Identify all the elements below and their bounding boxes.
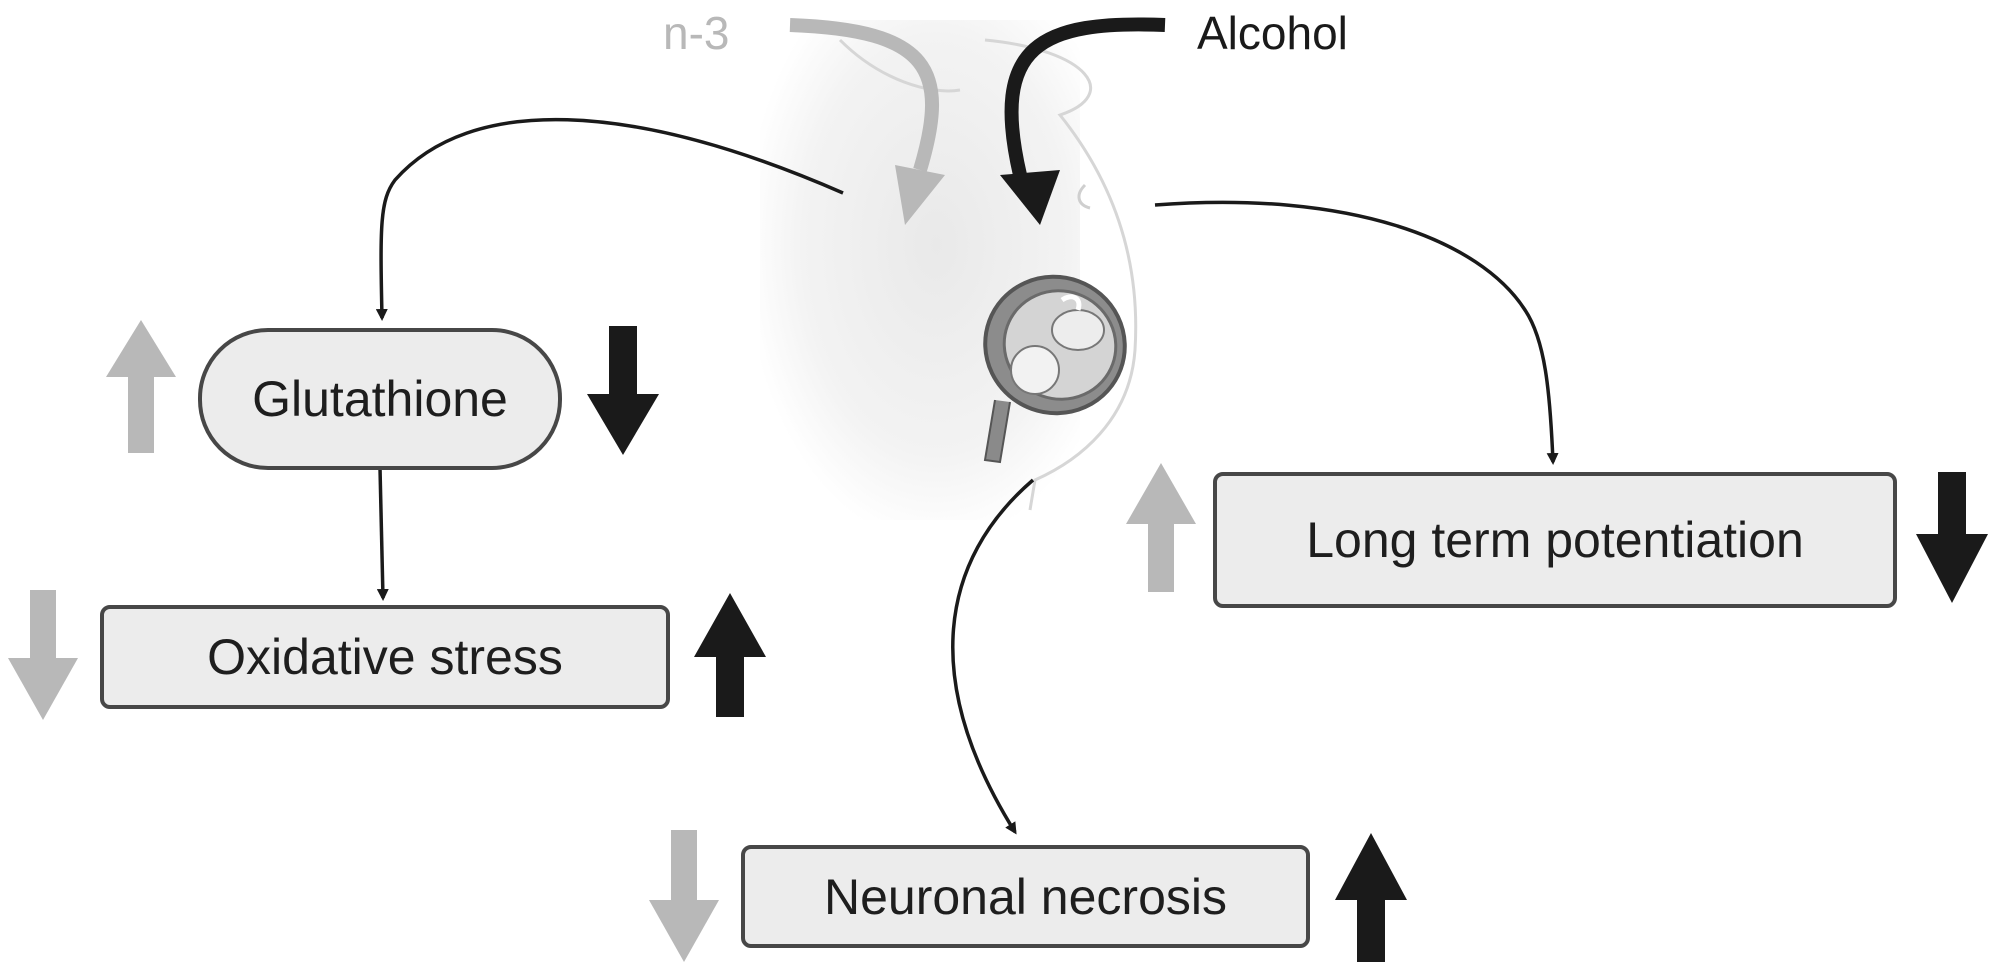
glutathione-box: Glutathione — [198, 328, 562, 470]
oxidative-stress-box: Oxidative stress — [100, 605, 670, 709]
alcohol-input-arrow — [1000, 17, 1166, 225]
body-outline — [984, 38, 1138, 511]
necrosis-n3-down-arrow — [649, 830, 719, 962]
glutathione-label: Glutathione — [252, 371, 508, 427]
pregnant-woman-illustration — [760, 20, 1138, 520]
ltp-alcohol-down-arrow — [1916, 472, 1988, 603]
long-term-potentiation-label: Long term potentiation — [1306, 512, 1804, 568]
oxidative-stress-alcohol-up-arrow — [694, 593, 766, 717]
uterus-fetus-icon — [983, 274, 1127, 464]
body-shading — [760, 20, 1080, 520]
connector-glutathione-to-oxidative-stress — [376, 467, 389, 601]
oxidative-stress-n3-down-arrow — [8, 590, 78, 720]
arm-outline — [838, 38, 961, 93]
connector-to-glutathione — [375, 117, 844, 321]
glutathione-alcohol-down-arrow — [587, 326, 659, 455]
alcohol-label: Alcohol — [1197, 7, 1348, 59]
n3-input-arrow — [789, 18, 945, 225]
navel-mark — [1077, 183, 1091, 210]
long-term-potentiation-box: Long term potentiation — [1213, 472, 1897, 608]
neuronal-necrosis-label: Neuronal necrosis — [824, 868, 1227, 925]
connector-to-long-term-potentiation — [1154, 200, 1559, 465]
ltp-n3-up-arrow — [1126, 463, 1196, 592]
oxidative-stress-label: Oxidative stress — [207, 629, 563, 685]
glutathione-n3-up-arrow — [106, 320, 176, 453]
necrosis-alcohol-up-arrow — [1335, 833, 1407, 962]
connector-to-neuronal-necrosis — [951, 478, 1035, 835]
n3-label: n-3 — [663, 7, 730, 59]
neuronal-necrosis-box: Neuronal necrosis — [741, 845, 1310, 948]
